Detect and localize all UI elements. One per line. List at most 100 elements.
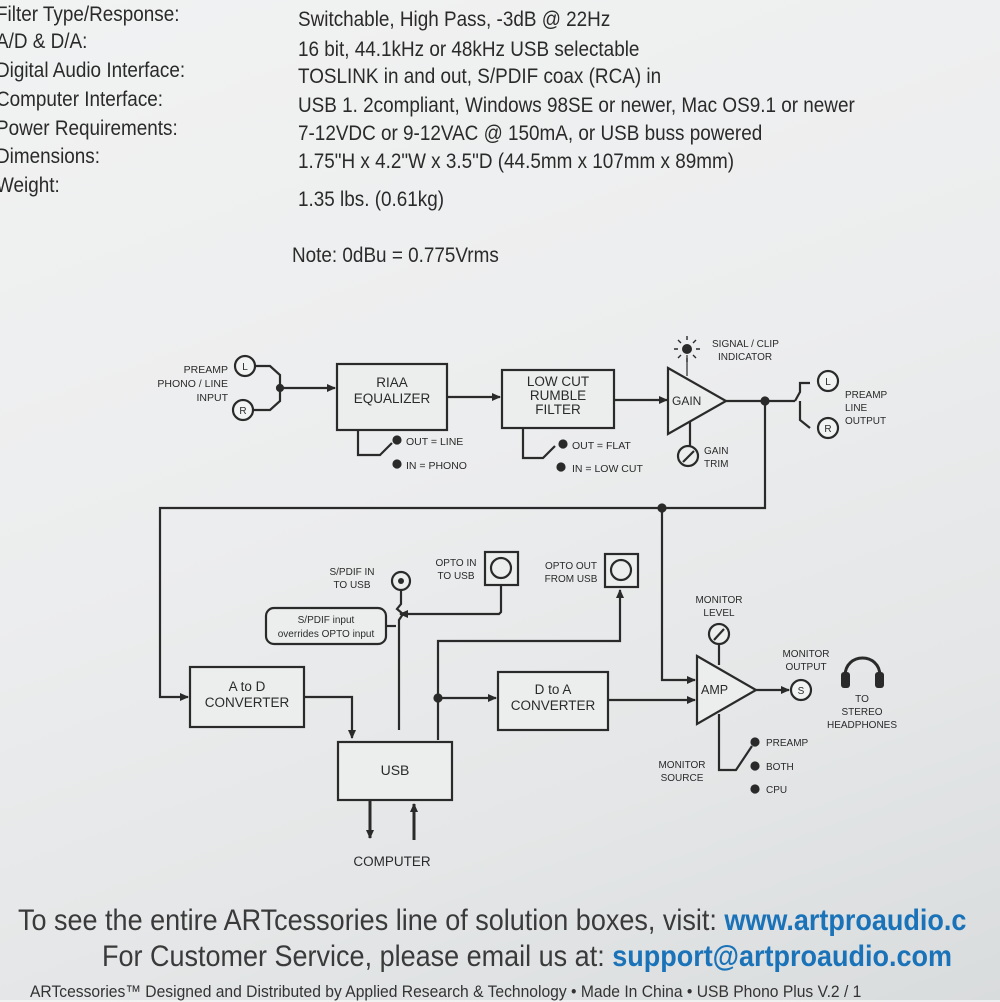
footer-fine-print: ARTcessories™ Designed and Distributed b… [30,982,862,1001]
monitor-output-jack: S [789,678,813,702]
spec-label: Computer Interface: [0,88,164,111]
opto-label: TO USB [437,571,474,582]
block-label: EQUALIZER [354,391,431,406]
input-jack-l: L [233,354,257,378]
spec-value: 1.75"H x 4.2"W x 3.5"D (44.5mm x 107mm x… [298,150,735,173]
amp-label: AMP [701,683,728,697]
indicator-label: SIGNAL / CLIP [712,339,779,350]
source-option-label: PREAMP [766,738,809,749]
spec-label: Dimensions: [0,145,100,168]
spec-value: Switchable, High Pass, -3dB @ 22Hz [298,8,611,31]
spec-row: Weight: 1.35 lbs. (0.61kg) [0,174,1000,211]
input-jack-r: R [231,398,255,422]
opto-label: FROM USB [545,574,598,585]
footer-text: To see the entire ARTcessories line of s… [18,904,725,937]
spec-row: Power Requirements: 7-12VDC or 9-12VAC @… [0,117,1000,145]
monitor-level-label: LEVEL [703,608,735,619]
monitor-amplifier [695,654,759,726]
opto-in-port-icon [483,550,520,587]
block-label: CONVERTER [511,698,596,713]
jack-letter: S [798,686,805,697]
computer-label: COMPUTER [353,854,431,869]
opto-label: OPTO OUT [545,561,597,572]
website-link[interactable]: www.artproaudio.c [724,904,967,937]
output-jack-l: L [816,369,840,393]
note-text: Note: 0dBu = 0.775Vrms [292,244,499,267]
switch-label: IN = PHONO [406,460,467,472]
d-to-a-converter-block [496,670,610,732]
spec-row: Computer Interface: USB 1. 2compliant, W… [0,88,1000,117]
source-option-label: BOTH [766,762,794,773]
footer-text: For Customer Service, please email us at… [102,940,613,973]
spec-row: Dimensions: 1.75"H x 4.2"W x 3.5"D (44.5… [0,145,1000,173]
switch-label: IN = LOW CUT [572,463,643,475]
switch-label: OUT = FLAT [572,440,631,452]
note-line: S/PDIF input [298,615,355,626]
note-line: overrides OPTO input [278,629,375,640]
monitor-source-label: SOURCE [661,773,704,784]
monitor-source-label: MONITOR [658,760,705,771]
block-label: D to A [535,682,572,697]
block-label: RUMBLE [530,388,586,403]
spec-value: TOSLINK in and out, S/PDIF coax (RCA) in [298,65,662,88]
indicator-label: INDICATOR [718,352,772,363]
spec-label: Digital Audio Interface: [0,59,186,82]
spec-row: Filter Type/Response: Switchable, High P… [0,3,1000,31]
jack-letter: R [824,424,831,435]
jack-letter: L [825,377,831,388]
monitor-level-knob-icon [707,622,731,646]
spdif-label: TO USB [333,580,370,591]
label-line: INPUT [197,392,229,404]
spec-row: Digital Audio Interface: TOSLINK in and … [0,59,1000,88]
monitor-level-label: MONITOR [695,595,742,606]
riaa-equalizer-block [335,362,449,432]
spec-value: 16 bit, 44.1kHz or 48kHz USB selectable [298,38,640,61]
usb-block [336,740,454,802]
spec-label: Filter Type/Response: [0,3,180,26]
preamp-input-label: PREAMP PHONO / LINE INPUT [157,364,228,404]
low-cut-filter-block [500,368,616,430]
spec-label: Power Requirements: [0,117,178,140]
source-option-label: CPU [766,785,787,796]
spec-value: USB 1. 2compliant, Windows 98SE or newer… [298,94,855,117]
block-label: A to D [229,679,266,694]
opto-label: OPTO IN [436,558,477,569]
output-label: LINE [845,403,868,414]
label-line: PREAMP [184,364,228,376]
gain-trim-knob-icon [676,444,700,468]
spec-value: 1.35 lbs. (0.61kg) [298,188,445,211]
footer-support-line: For Customer Service, please email us at… [102,940,952,974]
jack-letter: L [242,362,248,373]
spec-label: Weight: [0,174,60,197]
block-label: LOW CUT [527,374,589,389]
block-diagram: PREAMP PHONO / LINE INPUT L R RIAA EQUAL… [157,336,897,869]
footer-website-line: To see the entire ARTcessories line of s… [18,904,966,938]
block-label: USB [381,762,410,778]
spdif-label: S/PDIF IN [329,567,374,578]
support-email-link[interactable]: support@artproaudio.com [612,940,953,973]
monitor-output-label: MONITOR [782,649,829,660]
block-label: FILTER [535,402,581,417]
spec-row: A/D & D/A: 16 bit, 44.1kHz or 48kHz USB … [0,30,1000,61]
headphones-label: STEREO [841,707,882,718]
monitor-output-label: OUTPUT [785,662,826,673]
block-label: RIAA [376,375,408,390]
headphones-label: HEADPHONES [827,720,897,731]
output-jack-r: R [816,416,840,440]
opto-out-port-icon [603,552,640,589]
label-line: PHONO / LINE [157,378,228,390]
output-label: OUTPUT [845,416,886,427]
spec-label: A/D & D/A: [0,30,88,53]
spec-value: 7-12VDC or 9-12VAC @ 150mA, or USB buss … [298,122,763,145]
block-label: CONVERTER [205,695,290,710]
spdif-coax-jack-icon [390,570,412,592]
a-to-d-converter-block [188,665,306,729]
output-label: PREAMP [845,390,888,401]
jack-letter: R [239,406,246,417]
headphones-icon [841,656,884,688]
gain-amplifier [666,366,729,436]
headphones-label: TO [855,694,869,705]
switch-label: OUT = LINE [406,436,463,448]
trim-label: TRIM [704,459,728,470]
trim-label: GAIN [704,446,728,457]
